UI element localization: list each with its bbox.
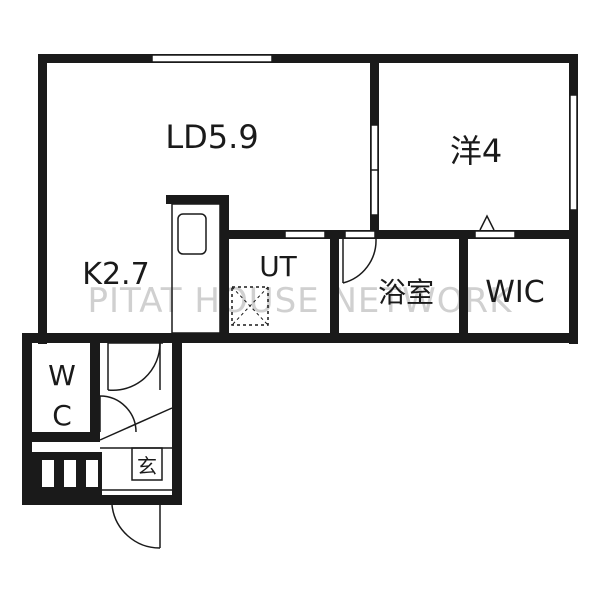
wall-bath-wic: [459, 230, 468, 340]
window-ld-top: [151, 54, 273, 63]
entrance-step-diag: [99, 407, 173, 441]
wic-arrow-icon: [479, 214, 495, 231]
wall-wc-bottom: [22, 432, 100, 442]
shoe-cabinet-slot-1: [42, 460, 54, 487]
room-label-ld: LD5.9: [165, 118, 258, 156]
kitchen-sink-icon: [177, 213, 207, 255]
wall-ut-bath: [330, 230, 339, 340]
room-label-wic: WIC: [485, 275, 544, 310]
wall-left: [38, 54, 47, 344]
door-hall-swing: [107, 342, 161, 392]
watermark-text: PITAT HOUSE NETWORK: [88, 281, 514, 321]
wall-kitchen-top: [166, 195, 228, 204]
door-bath-swing: [342, 238, 377, 284]
door-wc-swing: [99, 395, 137, 433]
wall-wc-top: [22, 333, 47, 343]
room-label-wc-c: C: [52, 399, 72, 432]
wall-ut-left: [220, 195, 229, 340]
shoe-cabinet-slot-3: [86, 460, 98, 487]
washer-space-diag-2: [231, 286, 269, 326]
room-label-entrance: 玄: [137, 454, 157, 478]
door-bath-frame: [344, 230, 376, 239]
room-label-utility: UT: [259, 250, 297, 283]
wall-bottom: [38, 333, 578, 343]
window-western-right: [569, 94, 578, 211]
wall-service-top: [220, 230, 578, 239]
kitchen-counter: [171, 203, 221, 334]
room-label-bath: 浴室: [378, 276, 434, 309]
wall-top: [38, 54, 578, 63]
door-ut: [284, 230, 326, 239]
door-front-swing: [111, 504, 161, 549]
room-label-kitchen: K2.7: [82, 257, 149, 292]
shoe-cabinet-slot-2: [64, 460, 76, 487]
door-wic: [474, 230, 516, 239]
wall-entrance-bottom: [22, 495, 182, 505]
room-label-western: 洋4: [450, 132, 502, 170]
washer-space: [231, 286, 269, 326]
entrance-label-box: [131, 447, 163, 481]
wall-entrance-right: [172, 338, 182, 505]
wall-wc-right: [90, 338, 100, 438]
wall-wc-left: [22, 333, 32, 505]
room-label-wc-w: W: [48, 359, 76, 392]
